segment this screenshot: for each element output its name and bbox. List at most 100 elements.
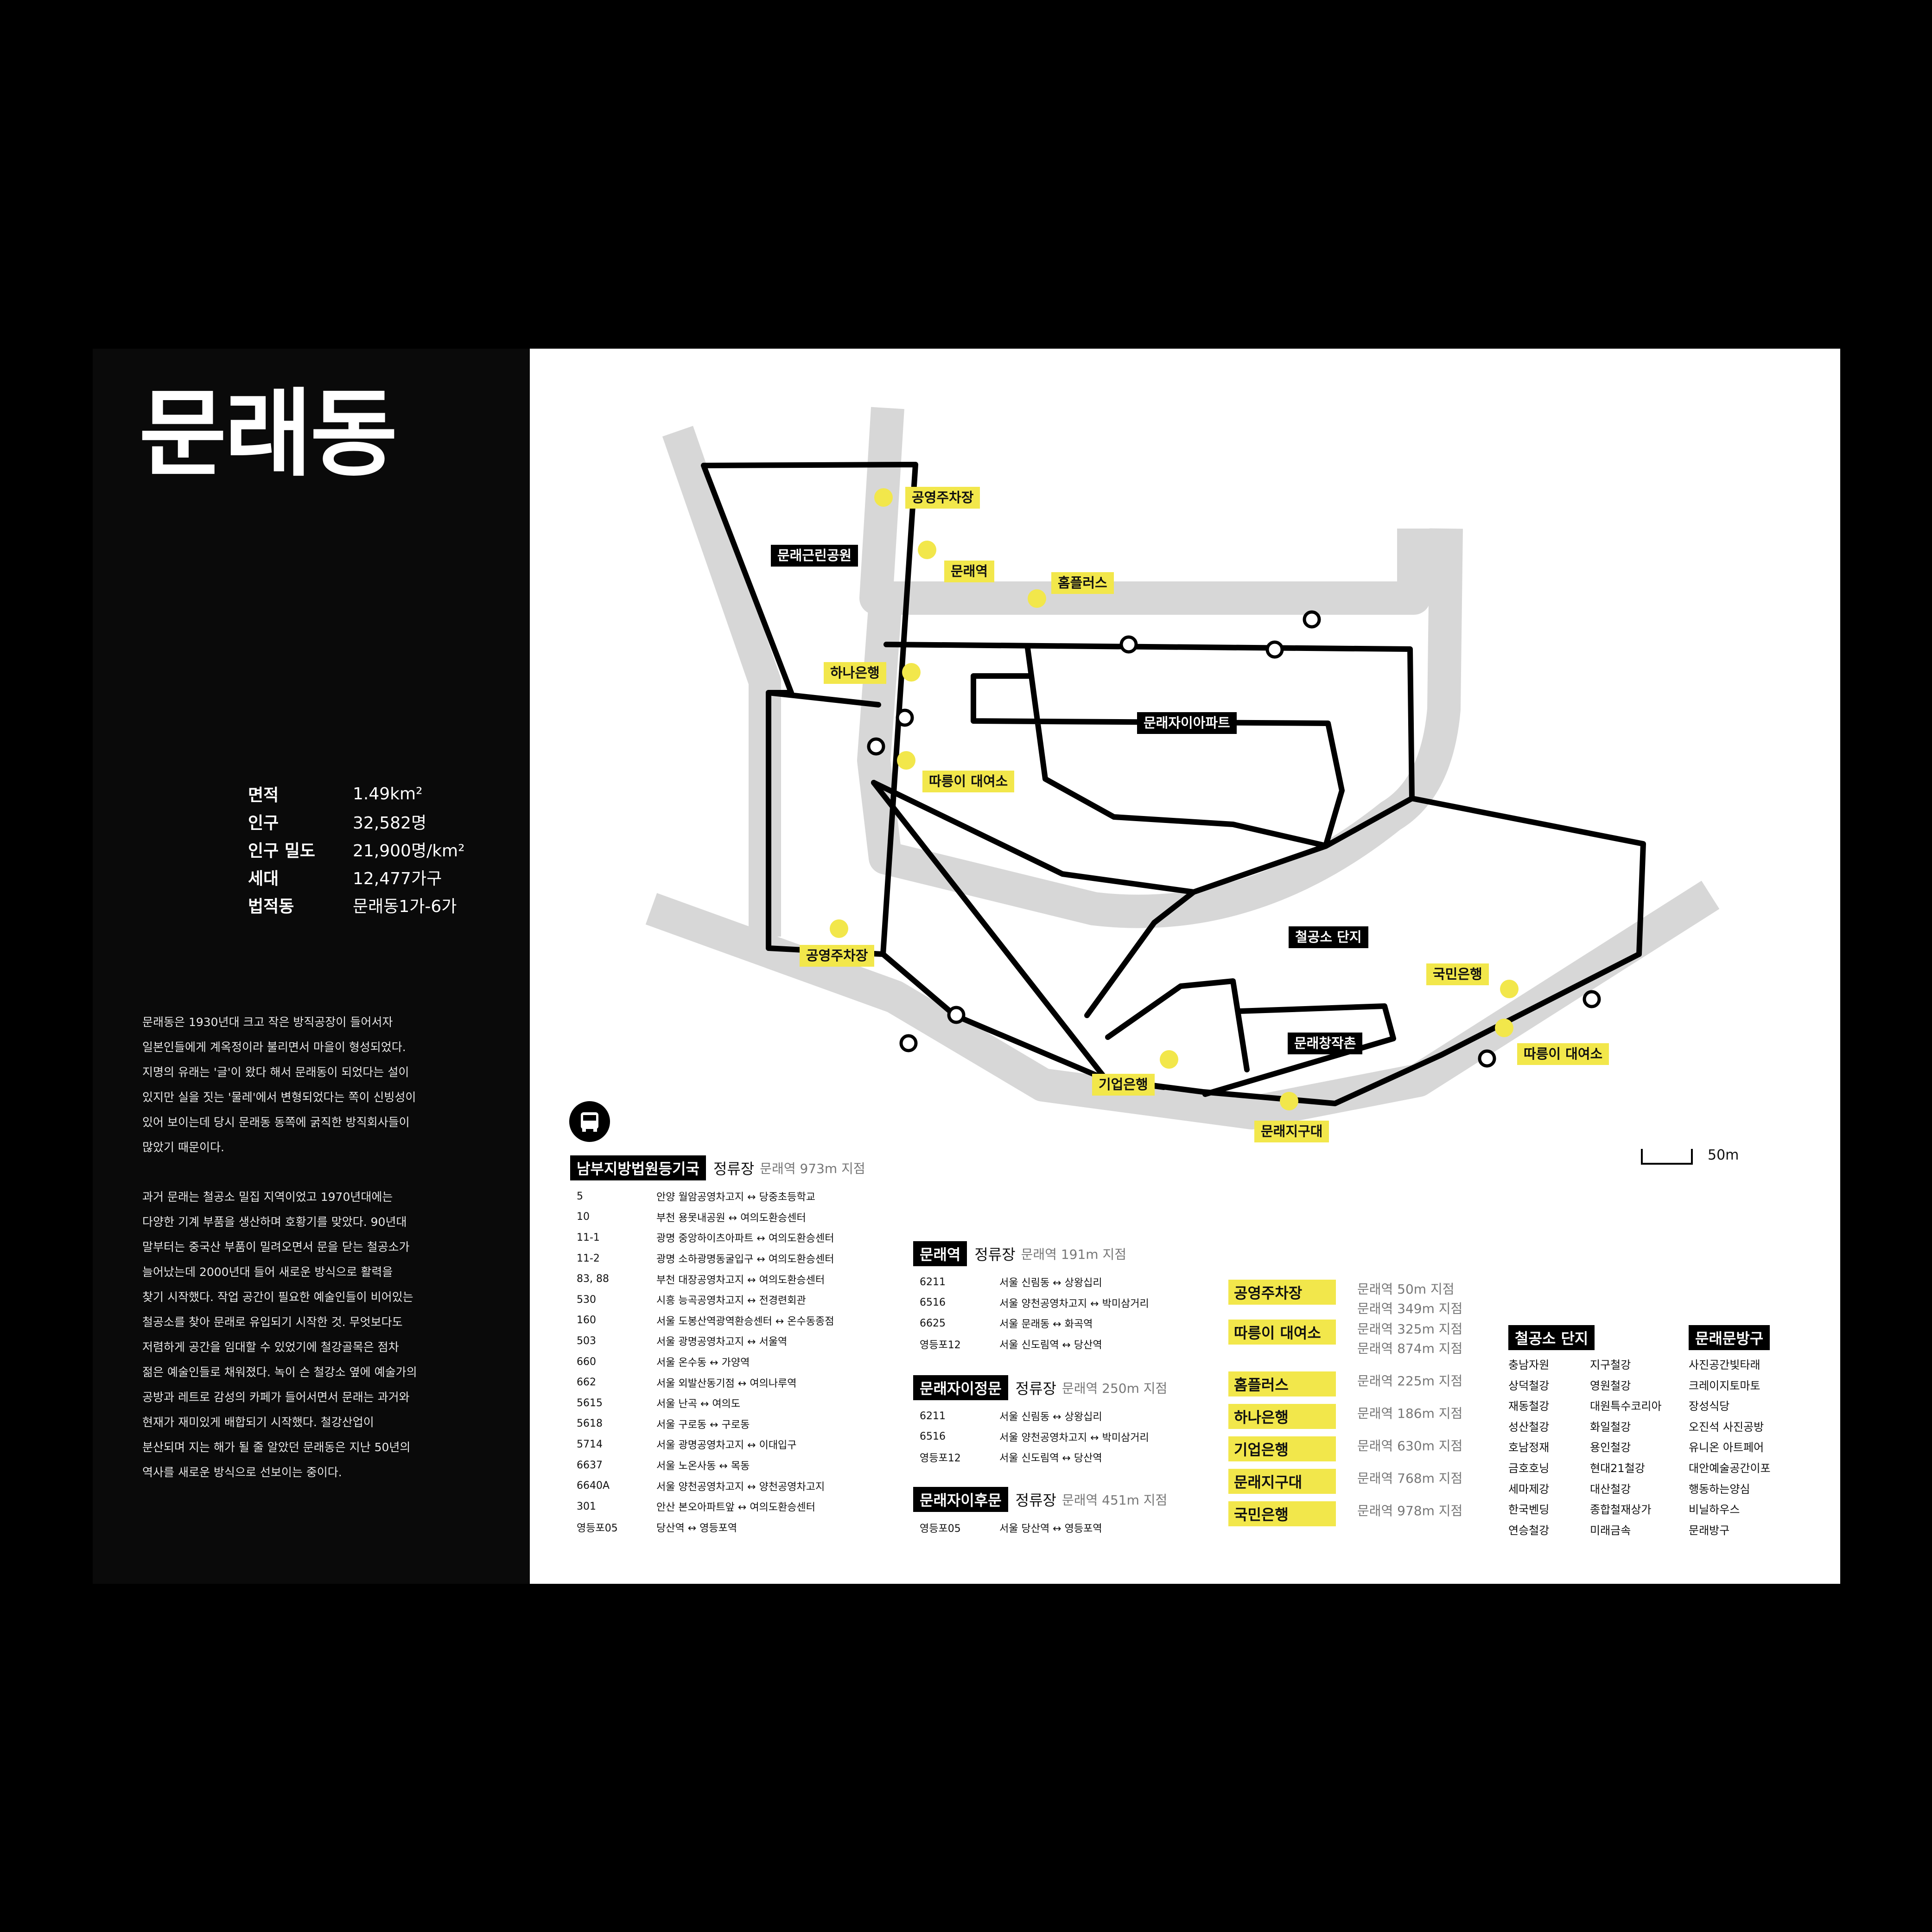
paragraph-line: 늘어났는데 2000년대 들어 새로운 방식으로 활력을 <box>142 1265 393 1279</box>
bus-stop-distance: 문래역 250m 지점 <box>1061 1381 1168 1396</box>
poi-name: 문래지구대 <box>1228 1469 1336 1494</box>
route-desc: 서울 신림동 ↔ 상왕십리 <box>999 1411 1102 1423</box>
poi-distance: 문래역 630m 지점 <box>1357 1438 1463 1454</box>
bus-stop-markers <box>867 610 1601 1068</box>
street-grid <box>701 462 1646 1106</box>
route-number: 6625 <box>920 1317 946 1329</box>
list-item: 대안예술공간이포 <box>1689 1461 1771 1475</box>
stat-value: 문래동1가-6가 <box>353 897 457 916</box>
bus-stop-icon <box>867 737 885 756</box>
route-number: 503 <box>577 1335 596 1347</box>
paragraph-line: 지명의 유래는 '글'이 왔다 해서 문래동이 되었다는 설이 <box>142 1065 409 1079</box>
paragraph-line: 문래동은 1930년대 크고 작은 방직공장이 들어서자 <box>142 1015 393 1029</box>
stat-value: 32,582명 <box>353 814 427 833</box>
list-item: 종합철재상가 <box>1590 1503 1652 1517</box>
bus-stop-icon <box>1478 1049 1496 1068</box>
route-list: 영등포05 서울 당산역 ↔ 영등포역 <box>913 1518 1167 1538</box>
paragraph-line: 공방과 레트로 감성의 카페가 들어서면서 문래는 과거와 <box>142 1390 410 1404</box>
scale-label: 50m <box>1708 1147 1739 1163</box>
route-desc: 서울 당산역 ↔ 영등포역 <box>999 1523 1102 1535</box>
route-number: 6516 <box>920 1431 946 1443</box>
paragraph-line: 역사를 새로운 방식으로 선보이는 중이다. <box>142 1466 342 1479</box>
poi-row: 하나은행 문래역 186m 지점 <box>1228 1404 1462 1436</box>
paragraph-line: 일본인들에게 계옥정이라 불리면서 마을이 형성되었다. <box>142 1040 406 1054</box>
paragraph-line: 찾기 시작했다. 작업 공간이 필요한 예술인들이 비어있는 <box>142 1290 413 1304</box>
stat-value: 1.49km² <box>353 784 423 803</box>
history-paragraph-1: 문래동은 1930년대 크고 작은 방직공장이 들어서자 일본인들에게 계옥정이… <box>142 1010 476 1160</box>
bus-stop-name: 남부지방법원등기국 <box>570 1155 706 1180</box>
route-number: 5618 <box>577 1418 603 1430</box>
list-item: 호남정재 <box>1508 1441 1550 1454</box>
route-desc: 부천 대장공영차고지 ↔ 여의도환승센터 <box>656 1274 825 1286</box>
station-marker <box>918 541 936 559</box>
map-label-parking-2: 공영주차장 <box>800 945 875 967</box>
route-desc: 서울 구로동 ↔ 구로동 <box>656 1419 750 1431</box>
map-label-homeplus: 홈플러스 <box>1051 572 1114 594</box>
street-park-cross <box>766 690 881 708</box>
poi-name: 공영주차장 <box>1228 1280 1336 1305</box>
paragraph-line: 말부터는 중국산 부품이 밀려오면서 문을 닫는 철공소가 <box>142 1240 410 1254</box>
bus-stop-type: 정류장 <box>974 1246 1016 1263</box>
route-desc: 서울 광명공영차고지 ↔ 서울역 <box>656 1336 788 1348</box>
route-number: 160 <box>577 1314 596 1326</box>
route-desc: 서울 양천공영차고지 ↔ 양천공영차고지 <box>656 1481 825 1493</box>
bus-stop-icon <box>1119 635 1138 654</box>
list-item: 연승철강 <box>1508 1524 1550 1537</box>
page-title: 문래동 <box>139 379 398 490</box>
route-desc: 당산역 ↔ 영등포역 <box>656 1522 737 1534</box>
list-item: 영원철강 <box>1590 1379 1631 1392</box>
route-number: 6516 <box>920 1297 946 1309</box>
poi-row: 기업은행 문래역 630m 지점 <box>1228 1436 1462 1469</box>
bus-stop-distance: 문래역 451m 지점 <box>1061 1492 1168 1508</box>
bus-stop-name: 문래자이후문 <box>913 1487 1008 1512</box>
map-label-parking: 공영주차장 <box>905 487 980 509</box>
route-number: 영등포05 <box>920 1523 961 1535</box>
list-item: 비닐하우스 <box>1689 1503 1740 1517</box>
map-label-kookmin-bank: 국민은행 <box>1426 963 1489 985</box>
homeplus-marker <box>1028 589 1046 608</box>
paragraph-line: 있어 보이는데 당시 문래동 동쪽에 굵직한 방직회사들이 <box>142 1116 410 1129</box>
list-item: 대원특수코리아 <box>1590 1400 1662 1413</box>
poi-distance: 문래역 978m 지점 <box>1357 1503 1463 1518</box>
stat-label: 세대 <box>248 869 279 888</box>
bike-rental-marker <box>897 751 915 770</box>
map-label-park: 문래근린공원 <box>771 545 858 567</box>
poi-name: 하나은행 <box>1228 1404 1336 1429</box>
parking-marker <box>874 488 893 507</box>
stat-label: 법적동 <box>248 897 294 916</box>
history-paragraph-2: 과거 문래는 철공소 밀집 지역이었고 1970년대에는 다양한 기계 부품을 … <box>142 1185 476 1485</box>
route-desc: 안산 본오아파트앞 ↔ 여의도환승센터 <box>656 1502 816 1514</box>
list-item: 미래금속 <box>1590 1524 1631 1537</box>
list-item: 현대21철강 <box>1590 1461 1645 1475</box>
art-space-list: 문래문방구 사진공간빛타래 크레이지토마토 장성식당 오진석 사진공방 유니온 … <box>1689 1325 1771 1541</box>
east-curve-road <box>857 528 1463 928</box>
route-number: 301 <box>577 1500 596 1512</box>
kookmin-bank-marker <box>1500 980 1519 998</box>
route-number: 6640A <box>577 1480 610 1492</box>
bus-stop-type: 정류장 <box>1015 1380 1056 1397</box>
poi-row: 문래지구대 문래역 768m 지점 <box>1228 1469 1462 1501</box>
map-label-apartment: 문래자이아파트 <box>1137 712 1237 734</box>
list-item: 크레이지토마토 <box>1689 1379 1760 1392</box>
poi-distance-line: 문래역 325m 지점 <box>1357 1321 1463 1337</box>
route-desc: 부천 용못내공원 ↔ 여의도환승센터 <box>656 1212 806 1224</box>
bus-stop-header: 문래역 정류장 문래역 191m 지점 <box>913 1241 1149 1266</box>
map-label-station: 문래역 <box>944 561 995 582</box>
route-number: 660 <box>577 1356 596 1368</box>
poi-distance: 문래역 225m 지점 <box>1357 1373 1463 1389</box>
